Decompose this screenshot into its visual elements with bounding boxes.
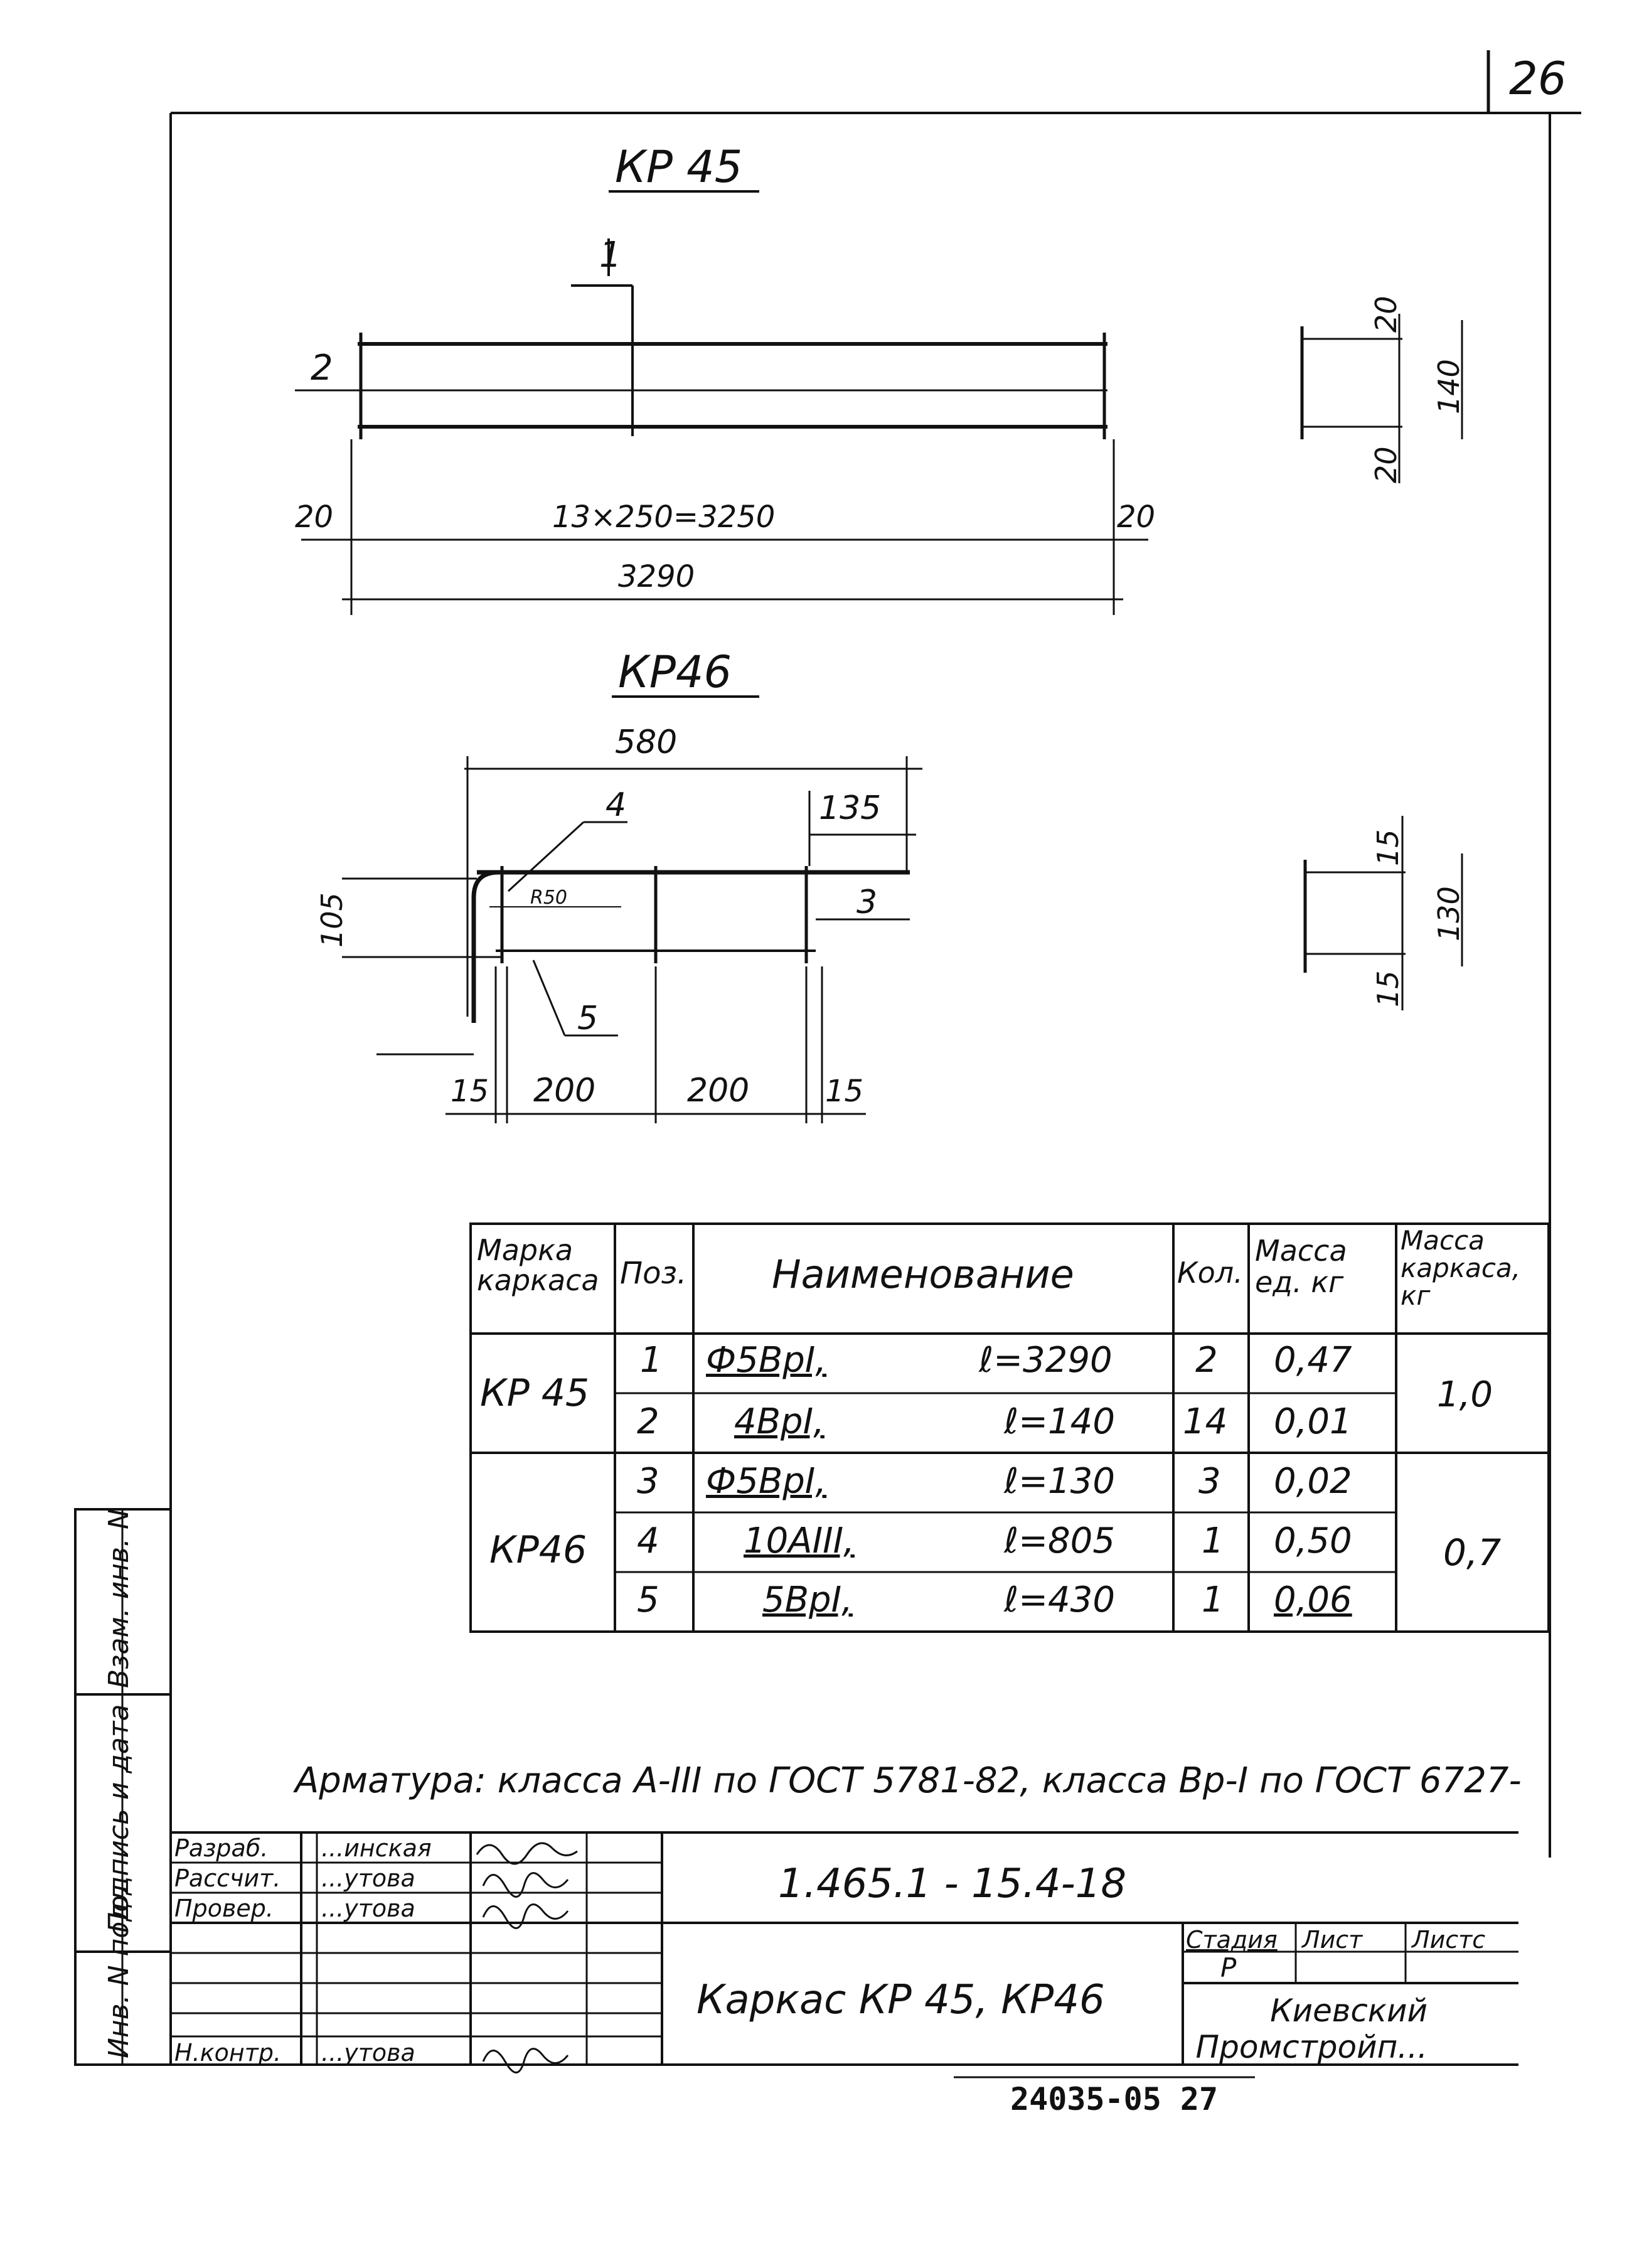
- kp46-section-top: 15: [1371, 829, 1405, 866]
- table-cell-name: 10АIII,: [744, 1521, 855, 1561]
- kp46-leader-4: [507, 821, 585, 892]
- table-cell-pos: 4: [637, 1521, 659, 1561]
- kp46-bent-bar: [471, 870, 499, 1023]
- title-name-norm-control: ...утова: [321, 2039, 415, 2067]
- kp45-pos2-label: 2: [311, 348, 333, 388]
- title-name-checked: ...утова: [321, 1895, 415, 1922]
- table-cell-qty: 3: [1198, 1461, 1221, 1502]
- kp45-section-bottom: 20: [1369, 446, 1403, 483]
- table-cell-name: Ф5ВрI,: [706, 1461, 827, 1502]
- kp46-leader-5: [532, 960, 566, 1036]
- table-cell-mass: 0,47: [1274, 1340, 1352, 1381]
- kp46-dim-d: 15: [825, 1074, 863, 1109]
- title-name-developer: ...инская: [321, 1834, 432, 1862]
- reinforcement-note: Арматура: класса А-III по ГОСТ 5781-82, …: [295, 1760, 1522, 1801]
- stage-label: Стадия: [1186, 1926, 1278, 1954]
- kp45-dim-span: 13×250=3250: [552, 500, 775, 535]
- table-cell-mass: 0,50: [1274, 1521, 1352, 1561]
- spec-table-grid: [469, 1222, 1550, 1633]
- table-header-name: Наименование: [772, 1251, 1074, 1297]
- table-cell-pos: 2: [637, 1401, 659, 1442]
- table-cell-mass: 0,02: [1274, 1461, 1352, 1502]
- table-cell-length: ℓ=140: [1004, 1401, 1115, 1442]
- table-cell-qty: 2: [1195, 1340, 1218, 1381]
- table-group-mass: 1,0: [1437, 1374, 1493, 1415]
- table-cell-length: ℓ=3290: [979, 1340, 1113, 1381]
- kp46-title: КР46: [618, 646, 732, 698]
- kp45-pos1-label: 1: [599, 235, 622, 275]
- kp46-pos3-label: 3: [857, 884, 877, 921]
- table-header-mass-unit: Масса ед. кг: [1255, 1234, 1347, 1299]
- page-number: 26: [1509, 52, 1567, 105]
- kp45-dim-left: 20: [295, 500, 333, 535]
- kp46-pos5-label: 5: [577, 1000, 598, 1037]
- table-cell-name: Ф5ВрI,: [706, 1340, 827, 1381]
- table-cell-mass: 0,01: [1274, 1401, 1352, 1442]
- table-cell-mass: 0,06: [1274, 1580, 1352, 1620]
- document-title: Каркас КР 45, КР46: [696, 1977, 1105, 2023]
- table-header-mark: Марка каркаса: [477, 1233, 599, 1297]
- table-cell-qty: 14: [1183, 1401, 1228, 1442]
- kp46-dim-total: 580: [615, 724, 677, 761]
- sheet-label: Лист: [1302, 1926, 1363, 1954]
- table-cell-name: 4ВрI,: [734, 1401, 824, 1442]
- kp46-section-bottom: 15: [1371, 970, 1405, 1007]
- table-cell-qty: 1: [1202, 1521, 1224, 1561]
- title-role-calculated: Рассчит.: [174, 1864, 281, 1892]
- kp45-dim-right: 20: [1117, 500, 1155, 535]
- kp46-dim-c: 200: [687, 1072, 749, 1110]
- table-group-mass: 0,7: [1443, 1531, 1502, 1574]
- kp45-dim-total: 3290: [618, 559, 695, 594]
- table-header-qty: Кол.: [1177, 1256, 1243, 1290]
- title-role-norm-control: Н.контр.: [174, 2039, 282, 2067]
- table-cell-pos: 5: [637, 1580, 659, 1620]
- table-cell-qty: 1: [1202, 1580, 1224, 1620]
- title-role-developer: Разраб.: [174, 1834, 269, 1862]
- table-group-mark: КР 45: [480, 1371, 590, 1415]
- signature-checked: [482, 1903, 569, 1929]
- kp46-dim-right: 135: [819, 789, 881, 827]
- kp45-title: КР 45: [615, 141, 742, 193]
- table-cell-length: ℓ=430: [1004, 1580, 1115, 1620]
- table-cell-length: ℓ=805: [1004, 1521, 1115, 1561]
- kp46-radius-label: R50: [530, 887, 567, 909]
- signature-calculated: [482, 1872, 569, 1898]
- signature-norm-control: [482, 2048, 569, 2073]
- kp45-section-height: 140: [1432, 359, 1466, 414]
- kp46-dim-b: 200: [533, 1072, 595, 1110]
- table-header-pos: Поз.: [620, 1256, 687, 1291]
- kp46-pos4-label: 4: [606, 786, 626, 824]
- kp46-dim-a: 15: [451, 1074, 489, 1109]
- table-cell-length: ℓ=130: [1004, 1461, 1115, 1502]
- footer-code: 24035-05 27: [1010, 2081, 1219, 2117]
- sheets-label: Листс: [1412, 1926, 1486, 1954]
- table-group-mark: КР46: [489, 1528, 587, 1572]
- kp46-section-height: 130: [1432, 886, 1466, 941]
- kp46-dim-left-vert: 105: [315, 892, 349, 948]
- document-code: 1.465.1 - 15.4-18: [778, 1861, 1127, 1907]
- title-role-checked: Провер.: [174, 1895, 274, 1922]
- table-header-mass-frame: Масса каркаса, кг: [1401, 1225, 1521, 1311]
- stage-value: Р: [1220, 1952, 1237, 1983]
- title-name-calculated: ...утова: [321, 1864, 415, 1892]
- organization: Киевский Промстройп...: [1195, 1993, 1428, 2065]
- signature-developer: [476, 1842, 578, 1865]
- kp45-section-top: 20: [1369, 296, 1403, 333]
- table-cell-pos: 1: [640, 1340, 663, 1381]
- table-cell-name: 5ВрI,: [762, 1580, 853, 1620]
- table-cell-pos: 3: [637, 1461, 659, 1502]
